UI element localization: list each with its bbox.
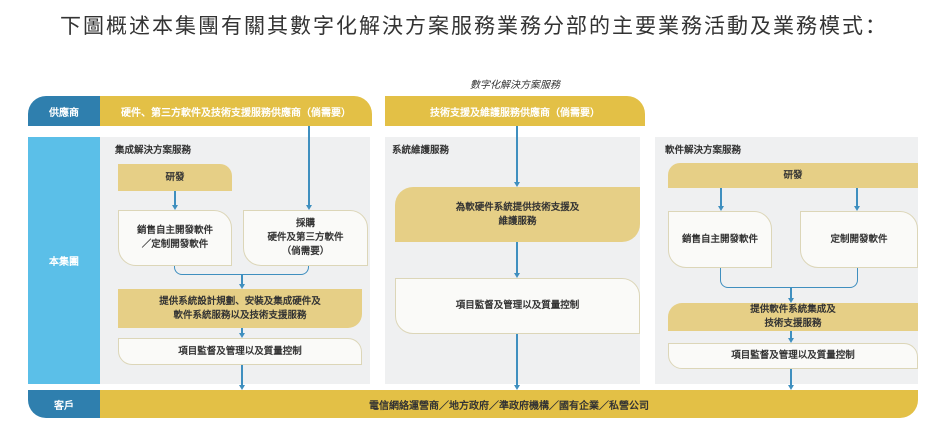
integrated-pm: 項目監督及管理以及質量控制 bbox=[118, 338, 362, 365]
maintenance-title: 系統維護服務 bbox=[392, 145, 450, 156]
integrated-title: 集成解決方案服務 bbox=[115, 145, 192, 156]
software-custom: 定制開發軟件 bbox=[800, 211, 918, 268]
integrated-provide: 提供系統設計規劃、安裝及集成硬件及 軟件系統服務以及技術支援服務 bbox=[118, 289, 362, 328]
software-title: 軟件解決方案服務 bbox=[665, 145, 742, 156]
customers-bar: 電信網絡運營商／地方政府／準政府機構／國有企業／私營公司 bbox=[100, 390, 918, 418]
row-label-supplier: 供應商 bbox=[28, 96, 100, 126]
row-label-customer: 客戶 bbox=[28, 390, 100, 418]
software-provide: 提供軟件系統集成及 技術支援服務 bbox=[668, 303, 918, 331]
integrated-procure: 採購 硬件及第三方軟件 （倘需要） bbox=[243, 210, 368, 266]
digital-solutions-label: 數字化解決方案服務 bbox=[470, 79, 560, 91]
integrated-rd: 研發 bbox=[118, 164, 232, 191]
panel-maintenance bbox=[385, 137, 640, 384]
software-rd: 研發 bbox=[668, 163, 918, 188]
page-title: 下圖概述本集團有關其數字化解決方案服務業務分部的主要業務活動及業務模式： bbox=[60, 14, 888, 38]
maintenance-provide: 為軟硬件系統提供技術支援及 維護服務 bbox=[395, 187, 640, 242]
maintenance-pm: 項目監督及管理以及質量控制 bbox=[395, 278, 640, 334]
supplier-maintenance: 技術支援及維護服務供應商（倘需要） bbox=[385, 96, 645, 126]
software-pm: 項目監督及管理以及質量控制 bbox=[668, 343, 918, 369]
supplier-hardware: 硬件、第三方軟件及技術支援服務供應商（倘需要） bbox=[100, 96, 372, 126]
row-label-group: 本集團 bbox=[28, 137, 100, 384]
software-sell: 銷售自主開發軟件 bbox=[668, 211, 772, 268]
integrated-sell: 銷售自主開發軟件 ／定制開發軟件 bbox=[118, 210, 232, 266]
